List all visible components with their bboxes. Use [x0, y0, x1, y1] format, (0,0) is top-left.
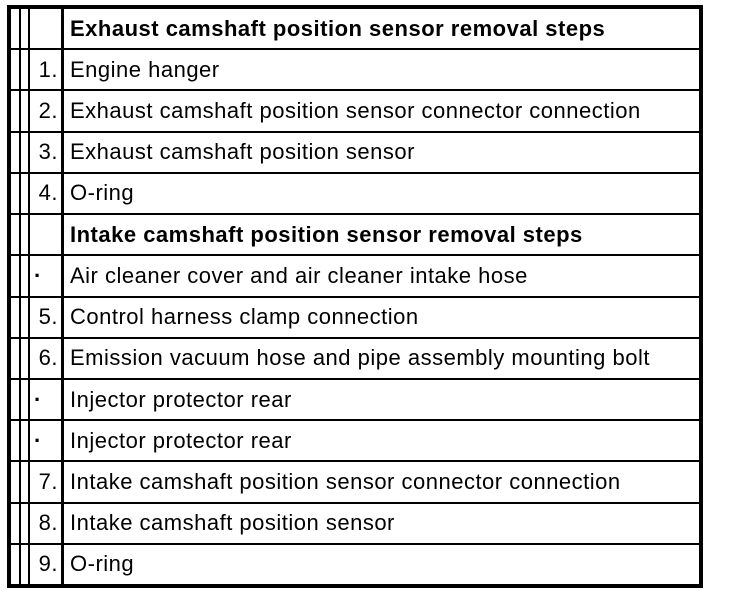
inner-gutter-cell [21, 256, 28, 296]
inner-gutter-cell [21, 544, 28, 584]
inner-gutter-cell [21, 462, 28, 502]
bullet-marker-cell: · [30, 379, 61, 420]
bullet-marker-cell: · [30, 421, 61, 461]
step-number-cell [30, 215, 61, 255]
step-number-cell: 4. [30, 173, 61, 214]
inner-gutter-cell [21, 503, 28, 543]
inner-gutter-cell [21, 50, 28, 90]
left-gutter-cell [11, 173, 19, 214]
inner-gutter-cell [21, 379, 28, 420]
left-gutter-cell [11, 256, 19, 296]
step-description-cell: Intake camshaft position sensor connecto… [63, 462, 699, 502]
step-description-cell: Exhaust camshaft position sensor [63, 132, 699, 172]
step-number-cell: 1. [30, 50, 61, 90]
left-gutter-cell [11, 297, 19, 337]
step-number-cell: 2. [30, 91, 61, 131]
left-gutter-cell [11, 462, 19, 502]
inner-gutter-cell [21, 132, 28, 172]
inner-gutter-cell [21, 215, 28, 255]
left-gutter-cell [11, 379, 19, 420]
step-number-cell: 3. [30, 132, 61, 172]
step-description-cell: Exhaust camshaft position sensor connect… [63, 91, 699, 131]
sensor-removal-steps-table: Exhaust camshaft position sensor removal… [7, 5, 703, 588]
step-description-cell: Control harness clamp connection [63, 297, 699, 337]
step-number-cell: 5. [30, 297, 61, 337]
step-number-cell: 7. [30, 462, 61, 502]
left-gutter-cell [11, 503, 19, 543]
step-description-cell: O-ring [63, 544, 699, 584]
inner-gutter-cell [21, 9, 28, 49]
left-gutter-cell [11, 9, 19, 49]
step-description-cell: O-ring [63, 173, 699, 214]
left-gutter-cell [11, 338, 19, 378]
step-description-cell: Injector protector rear [63, 379, 699, 420]
step-number-cell [30, 9, 61, 49]
step-number-cell: 6. [30, 338, 61, 378]
inner-gutter-cell [21, 297, 28, 337]
step-description-cell: Injector protector rear [63, 421, 699, 461]
section-header-exhaust: Exhaust camshaft position sensor removal… [63, 9, 699, 49]
left-gutter-cell [11, 544, 19, 584]
left-gutter-cell [11, 421, 19, 461]
step-number-cell: 8. [30, 503, 61, 543]
inner-gutter-cell [21, 338, 28, 378]
step-description-cell: Intake camshaft position sensor [63, 503, 699, 543]
left-gutter-cell [11, 215, 19, 255]
left-gutter-cell [11, 50, 19, 90]
left-gutter-cell [11, 132, 19, 172]
step-description-cell: Emission vacuum hose and pipe assembly m… [63, 338, 699, 378]
inner-gutter-cell [21, 91, 28, 131]
step-description-cell: Air cleaner cover and air cleaner intake… [63, 256, 699, 296]
step-number-cell: 9. [30, 544, 61, 584]
left-gutter-cell [11, 91, 19, 131]
bullet-marker-cell: · [30, 256, 61, 296]
inner-gutter-cell [21, 421, 28, 461]
step-description-cell: Engine hanger [63, 50, 699, 90]
section-header-intake: Intake camshaft position sensor removal … [63, 215, 699, 255]
inner-gutter-cell [21, 173, 28, 214]
